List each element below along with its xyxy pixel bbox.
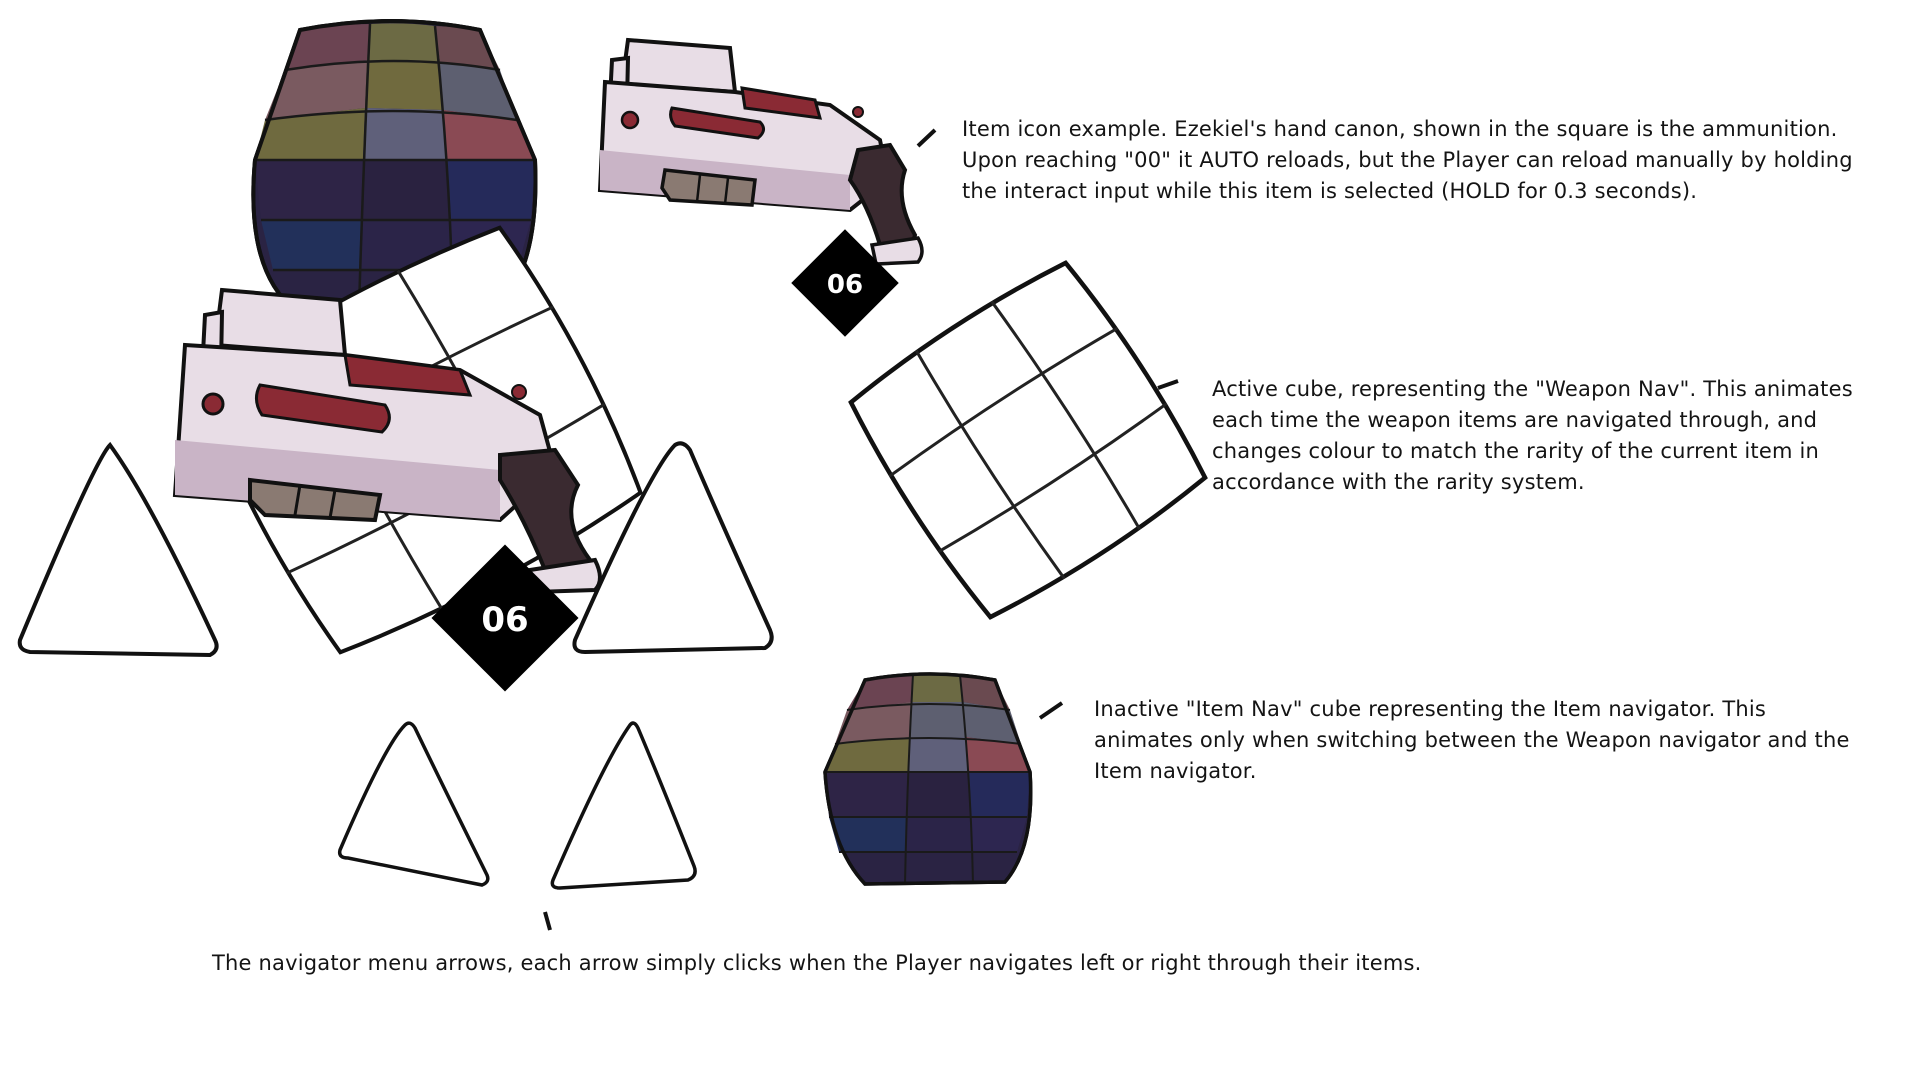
triangle-arrow-right-large-icon: [572, 441, 774, 655]
pointer-tick: [543, 911, 552, 931]
hand-cannon-large-icon: [172, 287, 602, 595]
item-nav-cube-icon: [823, 672, 1033, 886]
item-icon-annotation: Item icon example. Ezekiel's hand canon,…: [962, 117, 1853, 203]
triangle-arrow-right-small-icon: [550, 721, 697, 890]
item-nav-annotation: Inactive "Item Nav" cube representing th…: [1094, 697, 1850, 783]
pointer-tick: [1038, 701, 1064, 720]
ammo-badge-large: [431, 544, 579, 692]
ammo-count-large: 06: [481, 600, 528, 640]
pointer-tick: [1157, 379, 1179, 390]
pointer-tick: [916, 128, 937, 148]
weapon-nav-cube-icon: [848, 260, 1208, 620]
triangle-arrow-left-large-icon: [17, 441, 219, 658]
large-cube-icon: [251, 19, 538, 312]
triangle-arrow-left-small-icon: [337, 721, 490, 887]
ammo-count-small: 06: [827, 270, 863, 300]
navigator-arrows-annotation: The navigator menu arrows, each arrow si…: [212, 951, 1422, 975]
ammo-badge-small: [791, 229, 899, 337]
weapon-nav-annotation: Active cube, representing the "Weapon Na…: [1212, 377, 1853, 494]
hand-cannon-small-icon: [597, 37, 924, 266]
